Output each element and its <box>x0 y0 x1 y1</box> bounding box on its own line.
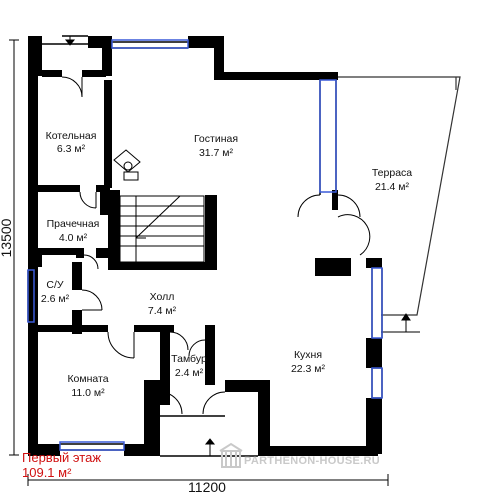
room-name-su: С/У <box>46 279 64 291</box>
dimension-width: 11200 <box>188 479 226 495</box>
room-area-su: 2.6 м² <box>41 293 70 305</box>
dimension-lines <box>9 39 389 486</box>
staircase <box>119 195 205 263</box>
windows <box>27 39 383 451</box>
floor-area: 109.1 м² <box>22 465 72 480</box>
room-area-komnata: 11.0 м² <box>71 387 105 399</box>
room-area-prachechnaya: 4.0 м² <box>59 232 88 244</box>
doors <box>61 76 371 415</box>
room-name-prachechnaya: Прачечная <box>47 218 100 230</box>
entry-arrows <box>64 36 411 456</box>
room-name-kotelnaya: Котельная <box>46 130 97 142</box>
walls <box>28 36 382 456</box>
floor-title: Первый этаж <box>22 450 101 465</box>
room-area-kuhnya: 22.3 м² <box>291 363 326 375</box>
watermark: PARTHENON-HOUSE.RU <box>219 442 380 468</box>
dimension-height: 13500 <box>0 218 14 257</box>
room-name-gostinaya: Гостиная <box>194 133 238 145</box>
room-area-holl: 7.4 м² <box>148 305 177 317</box>
room-name-holl: Холл <box>150 291 175 303</box>
boiler-icon <box>113 149 141 181</box>
watermark-logo-icon <box>219 442 243 468</box>
room-area-tambur: 2.4 м² <box>175 367 204 379</box>
terrace-outline <box>336 76 461 333</box>
room-labels: Котельная 6.3 м² Гостиная 31.7 м² Террас… <box>41 130 412 399</box>
room-area-kotelnaya: 6.3 м² <box>57 143 86 155</box>
watermark-text: PARTHENON-HOUSE.RU <box>244 455 380 467</box>
room-area-gostinaya: 31.7 м² <box>199 147 234 159</box>
room-name-komnata: Комната <box>67 373 108 385</box>
room-name-terrasa: Терраса <box>372 167 412 179</box>
room-name-tambur: Тамбур <box>171 353 207 365</box>
room-area-terrasa: 21.4 м² <box>375 181 410 193</box>
room-name-kuhnya: Кухня <box>294 349 322 361</box>
